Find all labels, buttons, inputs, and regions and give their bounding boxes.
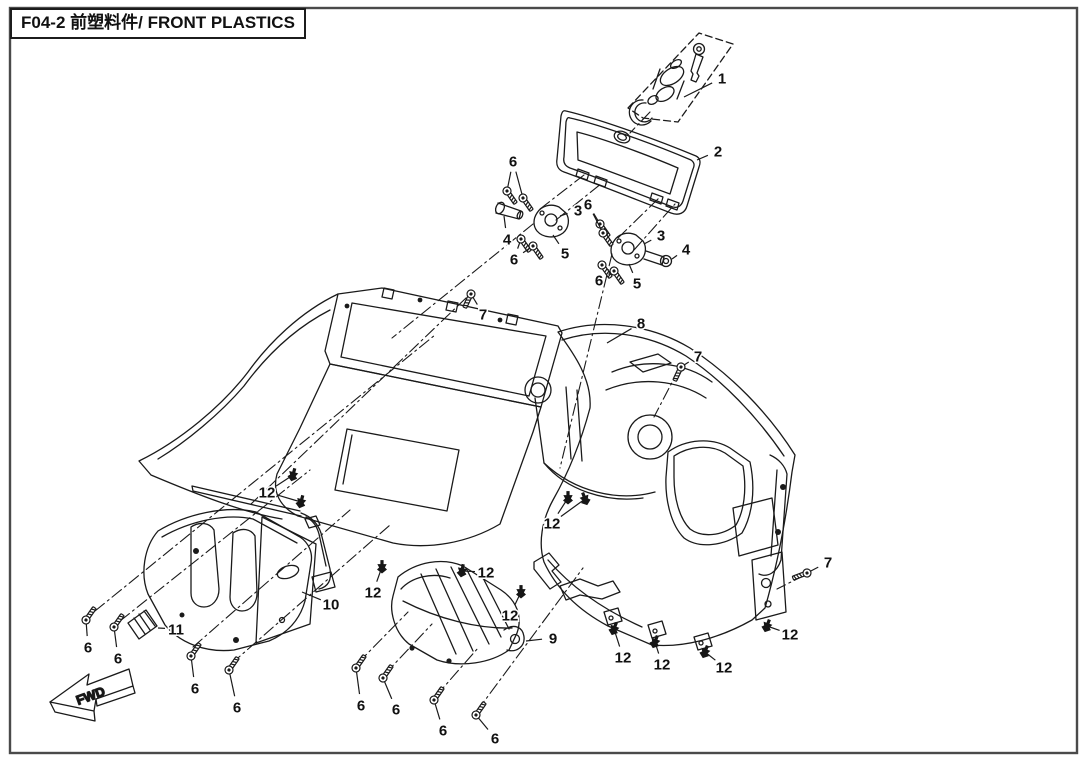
callout-6: 6 bbox=[357, 698, 365, 715]
leader-line bbox=[696, 154, 709, 161]
callout-12: 12 bbox=[502, 608, 519, 625]
callout-4: 4 bbox=[503, 232, 512, 249]
part-3-5-hinge-right bbox=[559, 197, 676, 469]
callout-6: 6 bbox=[595, 273, 603, 290]
callout-6: 6 bbox=[491, 731, 499, 748]
mounting-brackets bbox=[533, 552, 621, 601]
callout-5: 5 bbox=[633, 276, 641, 293]
leader-line bbox=[552, 234, 560, 245]
callout-4: 4 bbox=[682, 242, 691, 259]
callout-12: 12 bbox=[259, 485, 276, 502]
leader-line bbox=[525, 638, 543, 642]
diagram-title: F04-2 前塑料件/ FRONT PLASTICS bbox=[10, 8, 306, 39]
screw-icon bbox=[500, 184, 520, 207]
clip-icon bbox=[516, 585, 526, 599]
leader-line bbox=[503, 215, 507, 229]
callout-1: 1 bbox=[718, 71, 726, 88]
part-9-ribbed-guard bbox=[357, 560, 584, 712]
screw-icon bbox=[790, 567, 813, 583]
page-border bbox=[8, 6, 1079, 755]
callout-10: 10 bbox=[323, 597, 340, 614]
clip-icon bbox=[760, 617, 774, 634]
part-8-right-fender-panel bbox=[540, 323, 806, 651]
screw-icon bbox=[516, 191, 536, 214]
callout-12: 12 bbox=[365, 585, 382, 602]
callout-7: 7 bbox=[479, 307, 487, 324]
callout-6: 6 bbox=[509, 154, 517, 171]
callout-12: 12 bbox=[615, 650, 632, 667]
screw-icon bbox=[79, 604, 99, 627]
leader-line bbox=[560, 498, 586, 518]
screw-icon bbox=[670, 361, 687, 383]
screw-icon bbox=[376, 662, 396, 685]
callout-6: 6 bbox=[510, 252, 518, 269]
leader-line bbox=[277, 494, 302, 503]
part-10-storage-box bbox=[94, 334, 436, 665]
part-1-ignition-switch-kit bbox=[627, 32, 734, 134]
callout-12: 12 bbox=[478, 565, 495, 582]
screw-icon bbox=[427, 684, 447, 707]
leader-line bbox=[301, 591, 322, 601]
callout-6: 6 bbox=[114, 651, 122, 668]
fwd-arrow: FWD bbox=[49, 668, 136, 722]
part-2-lid-panel bbox=[556, 110, 701, 215]
screw-icon bbox=[596, 226, 616, 249]
callout-9: 9 bbox=[549, 631, 557, 648]
callout-12: 12 bbox=[782, 627, 799, 644]
callout-6: 6 bbox=[84, 640, 92, 657]
callout-12: 12 bbox=[544, 516, 561, 533]
clip-icon bbox=[377, 560, 387, 574]
callout-3: 3 bbox=[657, 228, 665, 245]
leader-line bbox=[671, 254, 678, 260]
callout-6: 6 bbox=[584, 197, 592, 214]
leader-line bbox=[559, 212, 568, 217]
callout-12: 12 bbox=[716, 660, 733, 677]
callout-5: 5 bbox=[561, 246, 569, 263]
callout-6: 6 bbox=[439, 723, 447, 740]
screw-icon bbox=[184, 640, 204, 663]
callout-3: 3 bbox=[574, 203, 582, 220]
part-3-5-hinge-left bbox=[391, 174, 603, 339]
screw-icon bbox=[107, 611, 127, 634]
callout-12: 12 bbox=[654, 657, 671, 674]
callout-6: 6 bbox=[191, 681, 199, 698]
callout-6: 6 bbox=[392, 702, 400, 719]
screw-icon bbox=[222, 654, 242, 677]
callout-8: 8 bbox=[637, 316, 645, 333]
leader-line bbox=[683, 82, 713, 98]
part-11-trim-strip bbox=[127, 609, 158, 640]
part-main-console bbox=[138, 287, 656, 547]
callout-11: 11 bbox=[168, 622, 184, 639]
callout-2: 2 bbox=[714, 144, 722, 161]
clip-icon bbox=[294, 494, 308, 510]
leader-line bbox=[606, 328, 632, 344]
leader-line bbox=[643, 239, 652, 245]
leader-line bbox=[628, 263, 634, 274]
screw-icon bbox=[469, 699, 489, 722]
callout-7: 7 bbox=[694, 349, 702, 366]
screw-icon bbox=[349, 652, 369, 675]
callout-7: 7 bbox=[824, 555, 832, 572]
callout-6: 6 bbox=[233, 700, 241, 717]
